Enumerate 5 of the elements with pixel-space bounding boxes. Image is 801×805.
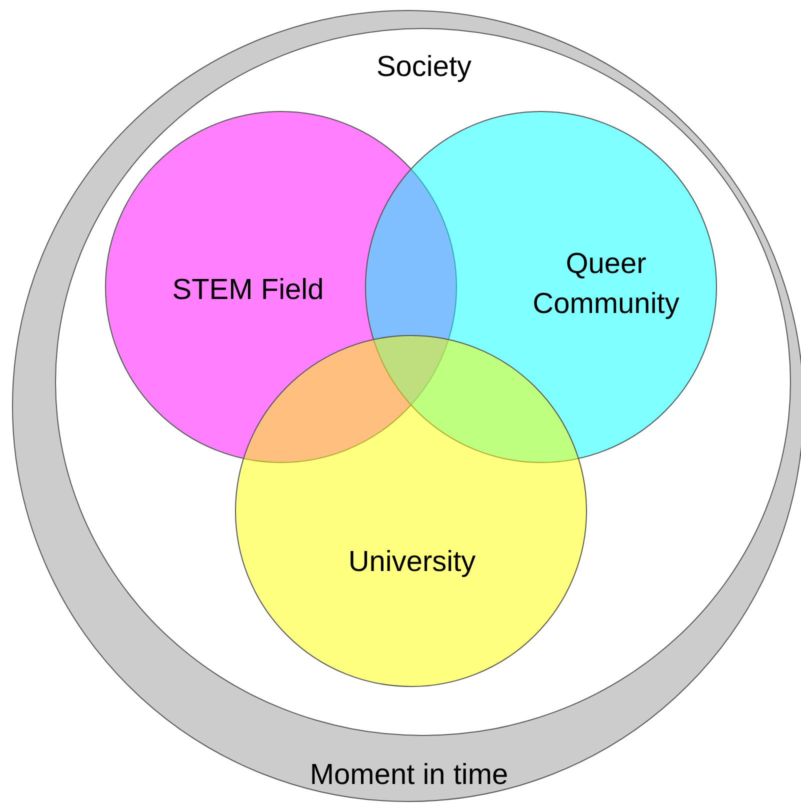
circle-label: Moment in time [308,758,510,793]
circle-label: Society [375,50,473,85]
circle-label: Queer Community [532,247,680,322]
circle-label: STEM Field [171,273,325,308]
circle-label: University [347,545,477,580]
